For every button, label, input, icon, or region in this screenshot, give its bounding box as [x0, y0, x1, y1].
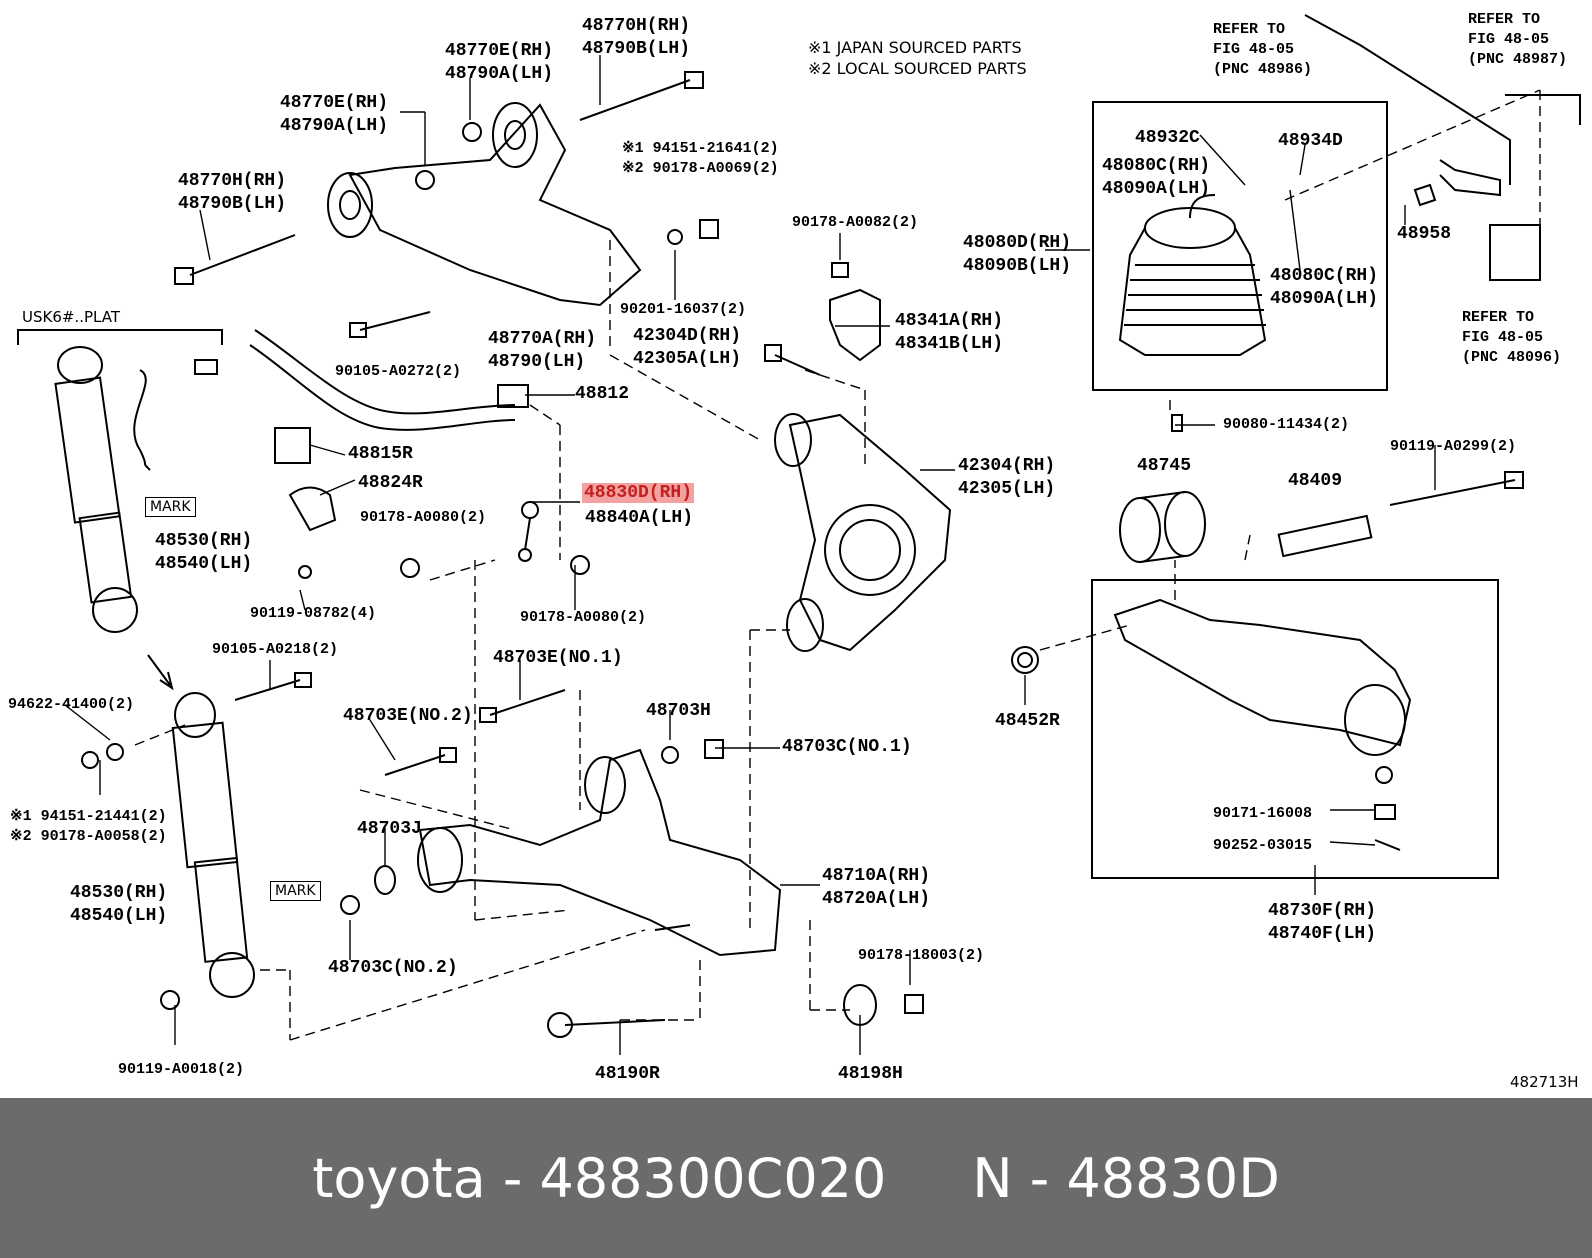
part-label-48080c-a: 48080C(RH) 48090A(LH)	[1102, 156, 1211, 199]
part-label-90119-08782: 90119-08782(4)	[250, 605, 377, 622]
part-label-42304d: 42304D(RH) 42305A(LH)	[633, 326, 742, 369]
part-label-48812: 48812	[575, 384, 630, 404]
part-label-48770h-top: 48770H(RH) 48790B(LH)	[582, 16, 691, 59]
figure-number: 482713H	[1510, 1073, 1579, 1091]
part-label-48934d: 48934D	[1278, 131, 1343, 151]
usk-bracket	[17, 329, 223, 345]
part-label-48409: 48409	[1288, 471, 1343, 491]
part-label-48824r: 48824R	[358, 473, 423, 493]
part-label-48703j: 48703J	[357, 819, 422, 839]
highlighted-part-number[interactable]: 48830D(RH)	[582, 483, 695, 503]
lower-arm	[418, 748, 782, 957]
part-label-48840a: 48840A(LH)	[585, 508, 694, 528]
part-label-90178-a0080-a: 90178-A0080(2)	[360, 509, 487, 526]
part-label-48530-upper: 48530(RH) 48540(LH)	[155, 531, 253, 574]
part-label-48703e-no1: 48703E(NO.1)	[493, 648, 623, 668]
part-label-48080c-b: 48080C(RH) 48090A(LH)	[1270, 266, 1379, 309]
part-label-48341a: 48341A(RH) 48341B(LH)	[895, 311, 1004, 354]
part-label-48080d: 48080D(RH) 48090B(LH)	[963, 233, 1072, 276]
shock-absorber-upper	[54, 346, 218, 633]
bolt-48409	[1277, 514, 1373, 558]
part-label-48958: 48958	[1397, 224, 1452, 244]
part-label-90119-a0299: 90119-A0299(2)	[1390, 438, 1517, 455]
air-spring	[1118, 194, 1267, 432]
mark-label-upper: MARK	[145, 497, 196, 517]
part-label-48198h: 48198H	[838, 1064, 903, 1084]
bolts	[174, 71, 1524, 1038]
sensor-rod	[1304, 14, 1511, 185]
part-label-90105-a0218: 90105-A0218(2)	[212, 641, 339, 658]
air-spring-box	[1092, 101, 1388, 391]
bushing-48745	[1119, 491, 1206, 563]
part-label-refer-48986: REFER TO FIG 48-05 (PNC 48986)	[1213, 21, 1313, 78]
part-label-90178-a0082: 90178-A0082(2)	[792, 214, 919, 231]
part-label-90105-a0272: 90105-A0272(2)	[335, 363, 462, 380]
part-label-48703c-no1: 48703C(NO.1)	[782, 737, 912, 757]
upper-arm	[348, 103, 642, 307]
note-japan: ※1 JAPAN SOURCED PARTS	[808, 38, 1022, 57]
part-label-90178-a0080-b: 90178-A0080(2)	[520, 609, 647, 626]
shock-absorber-lower	[171, 692, 255, 998]
footer-bar: toyota - 488300C020 N - 48830D	[0, 1098, 1592, 1258]
part-label-94151-21641: ※1 94151-21641(2) ※2 90178-A0069(2)	[622, 140, 779, 177]
knuckle	[788, 413, 952, 652]
part-label-refer-48096: REFER TO FIG 48-05 (PNC 48096)	[1462, 309, 1562, 366]
arrow	[147, 654, 174, 691]
bumper-48341a	[829, 288, 881, 362]
height-sensor	[1489, 224, 1541, 281]
footer-caption: toyota - 488300C020 N - 48830D	[312, 1146, 1280, 1210]
part-label-48703e-no2: 48703E(NO.2)	[343, 706, 473, 726]
part-label-90080-11434: 90080-11434(2)	[1223, 416, 1350, 433]
part-label-48932c: 48932C	[1135, 128, 1200, 148]
stabilizer-link	[518, 501, 539, 562]
part-label-48830d[interactable]: 48830D(RH)	[582, 482, 695, 505]
part-label-94151-21441: ※1 94151-21441(2) ※2 90178-A0058(2)	[10, 808, 167, 845]
lower-arm-48730f	[1113, 598, 1412, 747]
lower-arm-box	[1091, 579, 1499, 879]
bracket-48824r	[288, 486, 337, 532]
note-local: ※2 LOCAL SOURCED PARTS	[808, 59, 1027, 78]
part-label-48770e-top: 48770E(RH) 48790A(LH)	[445, 41, 554, 84]
part-label-refer-48987: REFER TO FIG 48-05 (PNC 48987)	[1468, 11, 1568, 68]
part-label-usk6: USK6#..PLAT	[22, 308, 120, 326]
part-label-48710a: 48710A(RH) 48720A(LH)	[822, 866, 931, 909]
part-label-48703c-no2: 48703C(NO.2)	[328, 958, 458, 978]
part-label-90171-16008: 90171-16008	[1213, 805, 1313, 822]
part-label-48190r: 48190R	[595, 1064, 660, 1084]
part-label-48815r: 48815R	[348, 444, 413, 464]
bracket-48812	[497, 384, 529, 408]
part-label-48730f: 48730F(RH) 48740F(LH)	[1268, 901, 1377, 944]
part-label-94622-41400: 94622-41400(2)	[8, 696, 135, 713]
part-label-48703h: 48703H	[646, 701, 711, 721]
part-label-42304: 42304(RH) 42305(LH)	[958, 456, 1056, 499]
part-label-90252-03015: 90252-03015	[1213, 837, 1313, 854]
part-label-48530-lower: 48530(RH) 48540(LH)	[70, 883, 168, 926]
diagram-drawing	[17, 14, 1581, 1055]
part-label-90119-a0018: 90119-A0018(2)	[118, 1061, 245, 1078]
mark-label-lower: MARK	[270, 881, 321, 901]
part-label-48745: 48745	[1137, 456, 1192, 476]
part-label-48770e-left: 48770E(RH) 48790A(LH)	[280, 93, 389, 136]
part-label-48452r: 48452R	[995, 711, 1060, 731]
part-label-90201-16037: 90201-16037(2)	[620, 301, 747, 318]
part-label-48770h-left: 48770H(RH) 48790B(LH)	[178, 171, 287, 214]
part-label-90178-18003: 90178-18003(2)	[858, 947, 985, 964]
parts-diagram: ※1 JAPAN SOURCED PARTS ※2 LOCAL SOURCED …	[8, 11, 1581, 1091]
bushing-48815r	[274, 427, 311, 464]
stabilizer-bar	[254, 329, 516, 415]
part-label-48770a: 48770A(RH) 48790(LH)	[488, 329, 597, 372]
leader-lines	[64, 55, 1436, 1055]
